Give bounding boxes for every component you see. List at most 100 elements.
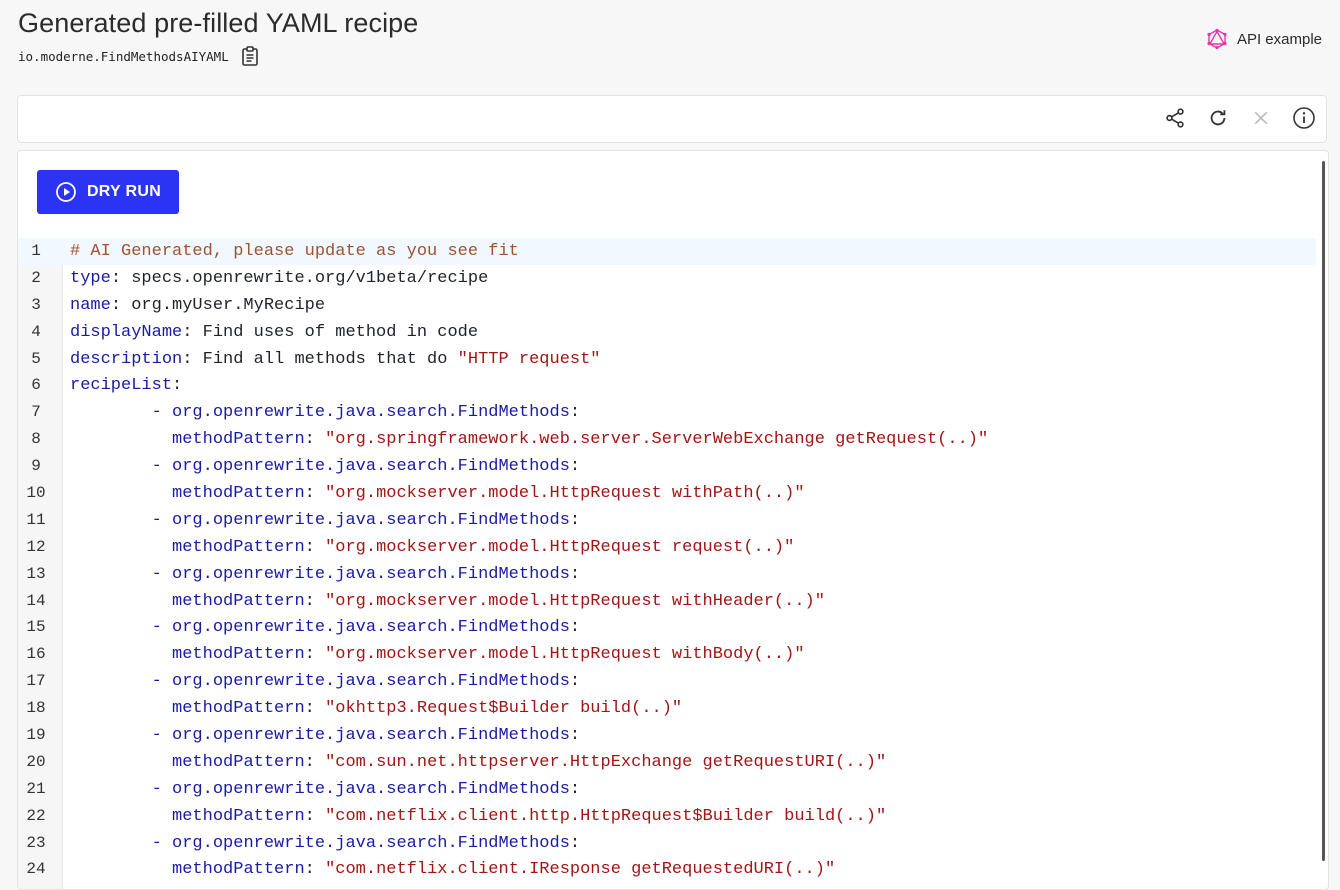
code-separator: : bbox=[304, 752, 326, 772]
code-key: name bbox=[70, 295, 111, 315]
code-string: "com.netflix.client.IResponse getRequest… bbox=[325, 860, 836, 880]
code-string: "org.mockserver.model.HttpRequest withPa… bbox=[325, 484, 805, 504]
code-key: recipeList bbox=[70, 376, 173, 396]
code-separator: : bbox=[569, 779, 581, 799]
code-string: "com.sun.net.httpserver.HttpExchange get… bbox=[325, 752, 887, 772]
line-number: 20 bbox=[26, 752, 46, 771]
line-number: 23 bbox=[26, 833, 46, 852]
line-number: 9 bbox=[31, 457, 41, 476]
code-key: - org.openrewrite.java.search.FindMethod… bbox=[151, 564, 570, 584]
close-icon[interactable] bbox=[1249, 106, 1273, 130]
code-key: type bbox=[70, 268, 111, 288]
code-line[interactable]: 7 - org.openrewrite.java.search.FindMeth… bbox=[18, 399, 1316, 426]
code-indent bbox=[70, 726, 152, 745]
line-number: 13 bbox=[26, 564, 46, 583]
code-key: methodPattern bbox=[172, 537, 305, 557]
recipe-id-row: io.moderne.FindMethodsAIYAML bbox=[18, 46, 418, 66]
code-indent bbox=[70, 592, 172, 611]
code-string: "okhttp3.Request$Builder build(..)" bbox=[325, 699, 683, 719]
line-number: 5 bbox=[31, 349, 41, 368]
code-indent bbox=[70, 834, 152, 853]
editor-scrollbar[interactable] bbox=[1316, 151, 1328, 889]
code-line[interactable]: 22 methodPattern: "com.netflix.client.ht… bbox=[18, 803, 1316, 830]
share-icon[interactable] bbox=[1163, 106, 1187, 130]
refresh-icon[interactable] bbox=[1206, 106, 1230, 130]
code-indent bbox=[70, 511, 152, 530]
code-key: - org.openrewrite.java.search.FindMethod… bbox=[151, 618, 570, 638]
info-icon[interactable] bbox=[1292, 106, 1316, 130]
dry-run-button[interactable]: DRY RUN bbox=[37, 170, 179, 214]
line-number: 10 bbox=[26, 484, 46, 503]
code-line[interactable]: 16 methodPattern: "org.mockserver.model.… bbox=[18, 641, 1316, 668]
code-separator: : bbox=[569, 510, 581, 530]
code-line[interactable]: 21 - org.openrewrite.java.search.FindMet… bbox=[18, 776, 1316, 803]
code-key: methodPattern bbox=[172, 806, 305, 826]
code-value: Find uses of method in code bbox=[202, 322, 479, 342]
code-separator: : bbox=[304, 645, 326, 665]
code-line[interactable]: 18 methodPattern: "okhttp3.Request$Build… bbox=[18, 695, 1316, 722]
code-key: methodPattern bbox=[172, 591, 305, 611]
line-number: 6 bbox=[31, 376, 41, 395]
code-separator: : bbox=[182, 322, 203, 342]
code-key: - org.openrewrite.java.search.FindMethod… bbox=[151, 833, 570, 853]
code-line[interactable]: 13 - org.openrewrite.java.search.FindMet… bbox=[18, 561, 1316, 588]
code-separator: : bbox=[304, 484, 326, 504]
code-line[interactable]: 8 methodPattern: "org.springframework.we… bbox=[18, 426, 1316, 453]
code-key: - org.openrewrite.java.search.FindMethod… bbox=[151, 403, 570, 423]
line-number: 2 bbox=[31, 268, 41, 287]
code-indent bbox=[70, 403, 152, 422]
code-line[interactable]: 23 - org.openrewrite.java.search.FindMet… bbox=[18, 830, 1316, 857]
code-line[interactable]: 14 methodPattern: "org.mockserver.model.… bbox=[18, 588, 1316, 615]
line-number: 24 bbox=[26, 860, 46, 879]
code-line[interactable]: 2 type: specs.openrewrite.org/v1beta/reci… bbox=[18, 265, 1316, 292]
code-key: - org.openrewrite.java.search.FindMethod… bbox=[151, 457, 570, 477]
code-key: methodPattern bbox=[172, 752, 305, 772]
line-number: 15 bbox=[26, 618, 46, 637]
code-line[interactable]: 15 - org.openrewrite.java.search.FindMet… bbox=[18, 614, 1316, 641]
code-separator: : bbox=[569, 564, 581, 584]
line-number: 3 bbox=[31, 295, 41, 314]
dry-run-label: DRY RUN bbox=[86, 183, 162, 200]
code-string: "com.netflix.client.http.HttpRequest$Bui… bbox=[325, 806, 887, 826]
line-number: 16 bbox=[26, 645, 46, 664]
code-indent bbox=[70, 538, 172, 557]
code-line[interactable]: 6 recipeList: bbox=[18, 372, 1316, 399]
code-separator: : bbox=[569, 618, 581, 638]
line-number: 1 bbox=[31, 242, 41, 260]
code-indent bbox=[70, 672, 152, 691]
code-key: methodPattern bbox=[172, 699, 305, 719]
scrollbar-thumb[interactable] bbox=[1322, 161, 1325, 861]
code-string: "org.mockserver.model.HttpRequest withBo… bbox=[325, 645, 805, 665]
code-key: displayName bbox=[70, 322, 183, 342]
code-line[interactable]: 19 - org.openrewrite.java.search.FindMet… bbox=[18, 722, 1316, 749]
code-indent bbox=[70, 699, 172, 718]
code-line[interactable]: 20 methodPattern: "com.sun.net.httpserve… bbox=[18, 749, 1316, 776]
line-number: 19 bbox=[26, 726, 46, 745]
code-key: methodPattern bbox=[172, 484, 305, 504]
code-line[interactable]: 17 - org.openrewrite.java.search.FindMet… bbox=[18, 668, 1316, 695]
api-example-link[interactable]: API example bbox=[1206, 28, 1322, 50]
code-line[interactable]: 12 methodPattern: "org.mockserver.model.… bbox=[18, 534, 1316, 561]
graphql-icon bbox=[1206, 28, 1228, 50]
play-circle-icon bbox=[55, 181, 77, 203]
code-line[interactable]: 9 - org.openrewrite.java.search.FindMeth… bbox=[18, 453, 1316, 480]
recipe-editor-panel: DRY RUN 1# AI Generated, please update a… bbox=[17, 150, 1329, 890]
code-line[interactable]: 1# AI Generated, please update as you se… bbox=[18, 238, 1316, 265]
code-line[interactable]: 24 methodPattern: "com.netflix.client.IR… bbox=[18, 856, 1316, 883]
code-line[interactable]: 10 methodPattern: "org.mockserver.model.… bbox=[18, 480, 1316, 507]
code-indent bbox=[70, 457, 152, 476]
code-separator: : bbox=[110, 268, 132, 288]
code-key: methodPattern bbox=[172, 430, 305, 450]
code-value: specs.openrewrite.org/v1beta/recipe bbox=[131, 268, 489, 288]
code-indent bbox=[70, 753, 172, 772]
code-separator: : bbox=[569, 833, 581, 853]
clipboard-copy-icon[interactable] bbox=[241, 46, 259, 66]
code-line[interactable]: 11 - org.openrewrite.java.search.FindMet… bbox=[18, 507, 1316, 534]
yaml-code-editor[interactable]: 1# AI Generated, please update as you se… bbox=[18, 238, 1316, 883]
code-key: methodPattern bbox=[172, 860, 305, 880]
code-separator: : bbox=[172, 376, 183, 396]
code-separator: : bbox=[569, 726, 581, 746]
